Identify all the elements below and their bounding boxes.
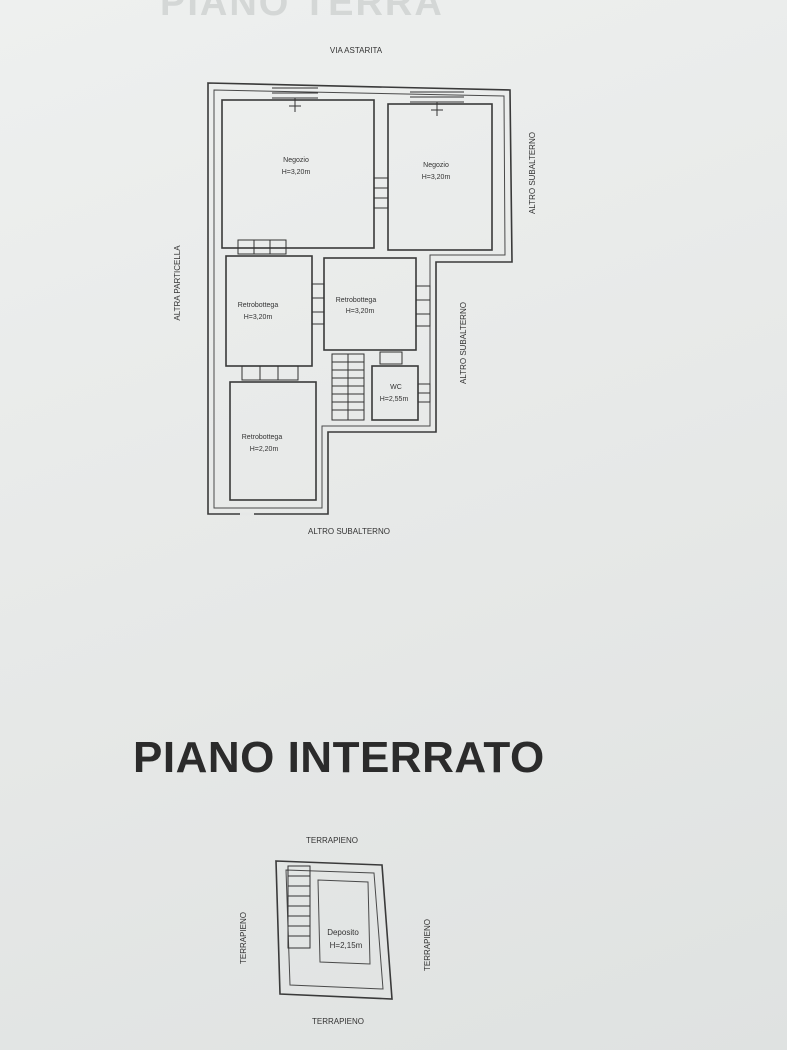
room-label-height: H=2,55m	[380, 396, 409, 403]
street-label: VIA ASTARITA	[330, 46, 383, 55]
ground-floor-plan: VIA ASTARITA ALTRA PARTICELLA ALTRO SUBA…	[173, 46, 537, 536]
basement-outer-wall	[275, 860, 393, 1000]
room-label-name: Retrobottega	[238, 302, 279, 309]
room-label-height: H=3,20m	[244, 314, 273, 321]
basement-room-name: Deposito	[327, 928, 359, 937]
basement-section-title: PIANO INTERRATO	[133, 733, 545, 782]
basement-room-outline	[317, 879, 371, 965]
basement-bottom-label: TERRAPIENO	[312, 1017, 364, 1026]
room-label-name: Retrobottega	[242, 434, 283, 441]
right-neighbor-upper-label: ALTRO SUBALTERNO	[528, 132, 537, 214]
left-neighbor-label: ALTRA PARTICELLA	[173, 245, 182, 321]
basement-room-height: H=2,15m	[330, 941, 363, 950]
room-label-name: Negozio	[283, 157, 309, 164]
room-retrobottega-bottom	[229, 381, 317, 501]
room-label-height: H=3,20m	[422, 174, 451, 181]
room-label-name: Retrobottega	[336, 297, 377, 304]
room-label-name: WC	[390, 384, 402, 391]
room-retrobottega-left	[225, 255, 313, 367]
room-negozio-right	[387, 103, 493, 251]
room-label-name: Negozio	[423, 162, 449, 169]
right-neighbor-lower-label: ALTRO SUBALTERNO	[459, 302, 468, 384]
basement-right-label: TERRAPIENO	[423, 919, 432, 971]
basement-staircase	[287, 865, 311, 949]
inner-wall-line	[213, 89, 506, 509]
window-top-right	[410, 91, 464, 116]
basement-top-label: TERRAPIENO	[306, 836, 358, 845]
room-retrobottega-center	[323, 257, 417, 351]
staircase	[331, 353, 365, 421]
basement-plan: TERRAPIENO TERRAPIENO TERRAPIENO TERRAPI…	[239, 836, 432, 1026]
basement-inner-wall	[285, 869, 384, 990]
faded-background-text: PIANO TERRA	[160, 0, 444, 24]
room-label-height: H=3,20m	[282, 169, 311, 176]
room-wc	[371, 365, 419, 421]
basement-left-label: TERRAPIENO	[239, 912, 248, 964]
window-top-left	[272, 87, 318, 112]
room-negozio-left	[221, 99, 375, 249]
bottom-neighbor-label: ALTRO SUBALTERNO	[308, 527, 390, 536]
door-symbols	[237, 177, 431, 403]
room-label-height: H=2,20m	[250, 446, 279, 453]
room-label-height: H=3,20m	[346, 308, 375, 315]
